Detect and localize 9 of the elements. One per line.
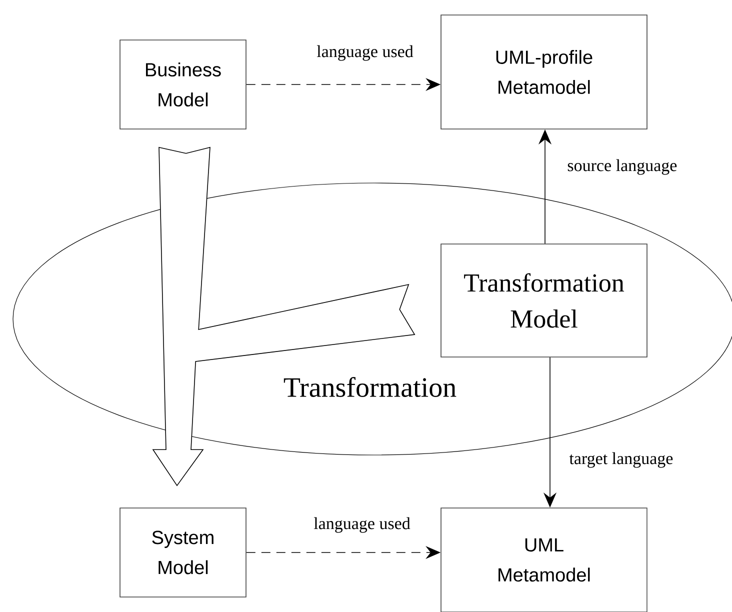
edge-label: source language <box>566 158 678 176</box>
model-box: UML-profile Metamodel <box>440 14 648 130</box>
model-box: Transformation Model <box>440 244 648 358</box>
edge-label: language used <box>312 516 412 534</box>
fat-arrow <box>152 146 416 486</box>
edge-label: language used <box>316 44 414 62</box>
model-box: Business Model <box>120 40 246 130</box>
model-box: System Model <box>120 508 246 598</box>
model-box: UML Metamodel <box>440 508 648 612</box>
